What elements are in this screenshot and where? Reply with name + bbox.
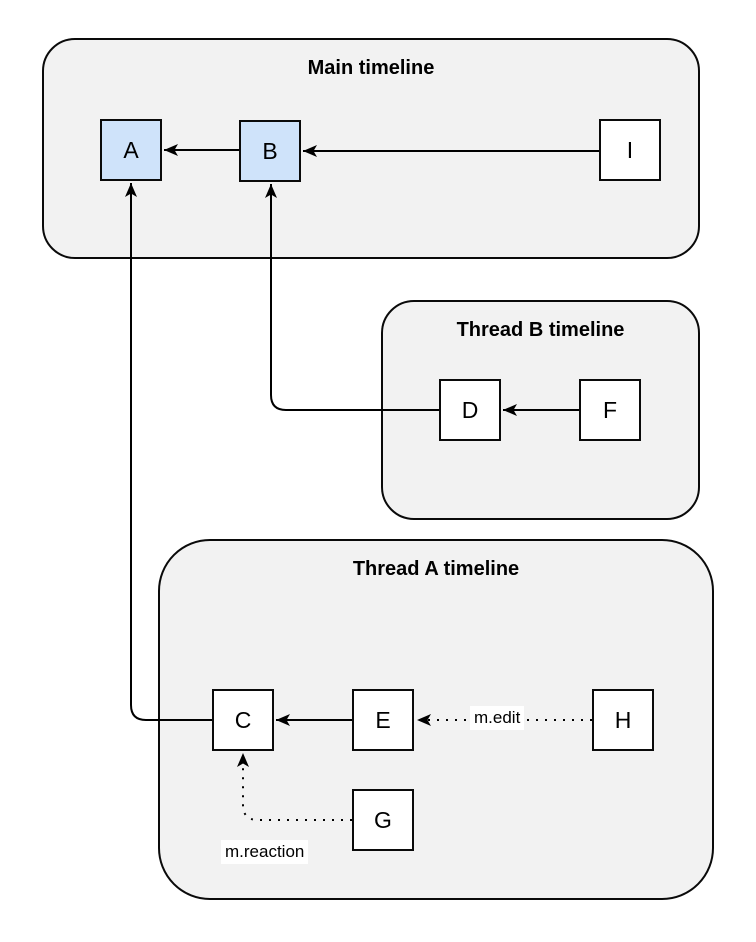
node-i: I — [599, 119, 661, 181]
main-timeline-title: Main timeline — [307, 57, 435, 79]
thread-a-timeline-title: Thread A timeline — [352, 558, 520, 580]
node-h: H — [592, 689, 654, 751]
node-b: B — [239, 120, 301, 182]
node-f: F — [579, 379, 641, 441]
edge-label-m-reaction: m.reaction — [221, 840, 309, 865]
container-thread-b-timeline: Thread B timeline — [381, 300, 700, 520]
node-g: G — [352, 789, 414, 851]
edge-label-m-edit: m.edit — [470, 706, 525, 731]
node-c: C — [212, 689, 274, 751]
node-d: D — [439, 379, 501, 441]
node-a: A — [100, 119, 162, 181]
thread-b-timeline-title: Thread B timeline — [456, 319, 625, 341]
node-e: E — [352, 689, 414, 751]
